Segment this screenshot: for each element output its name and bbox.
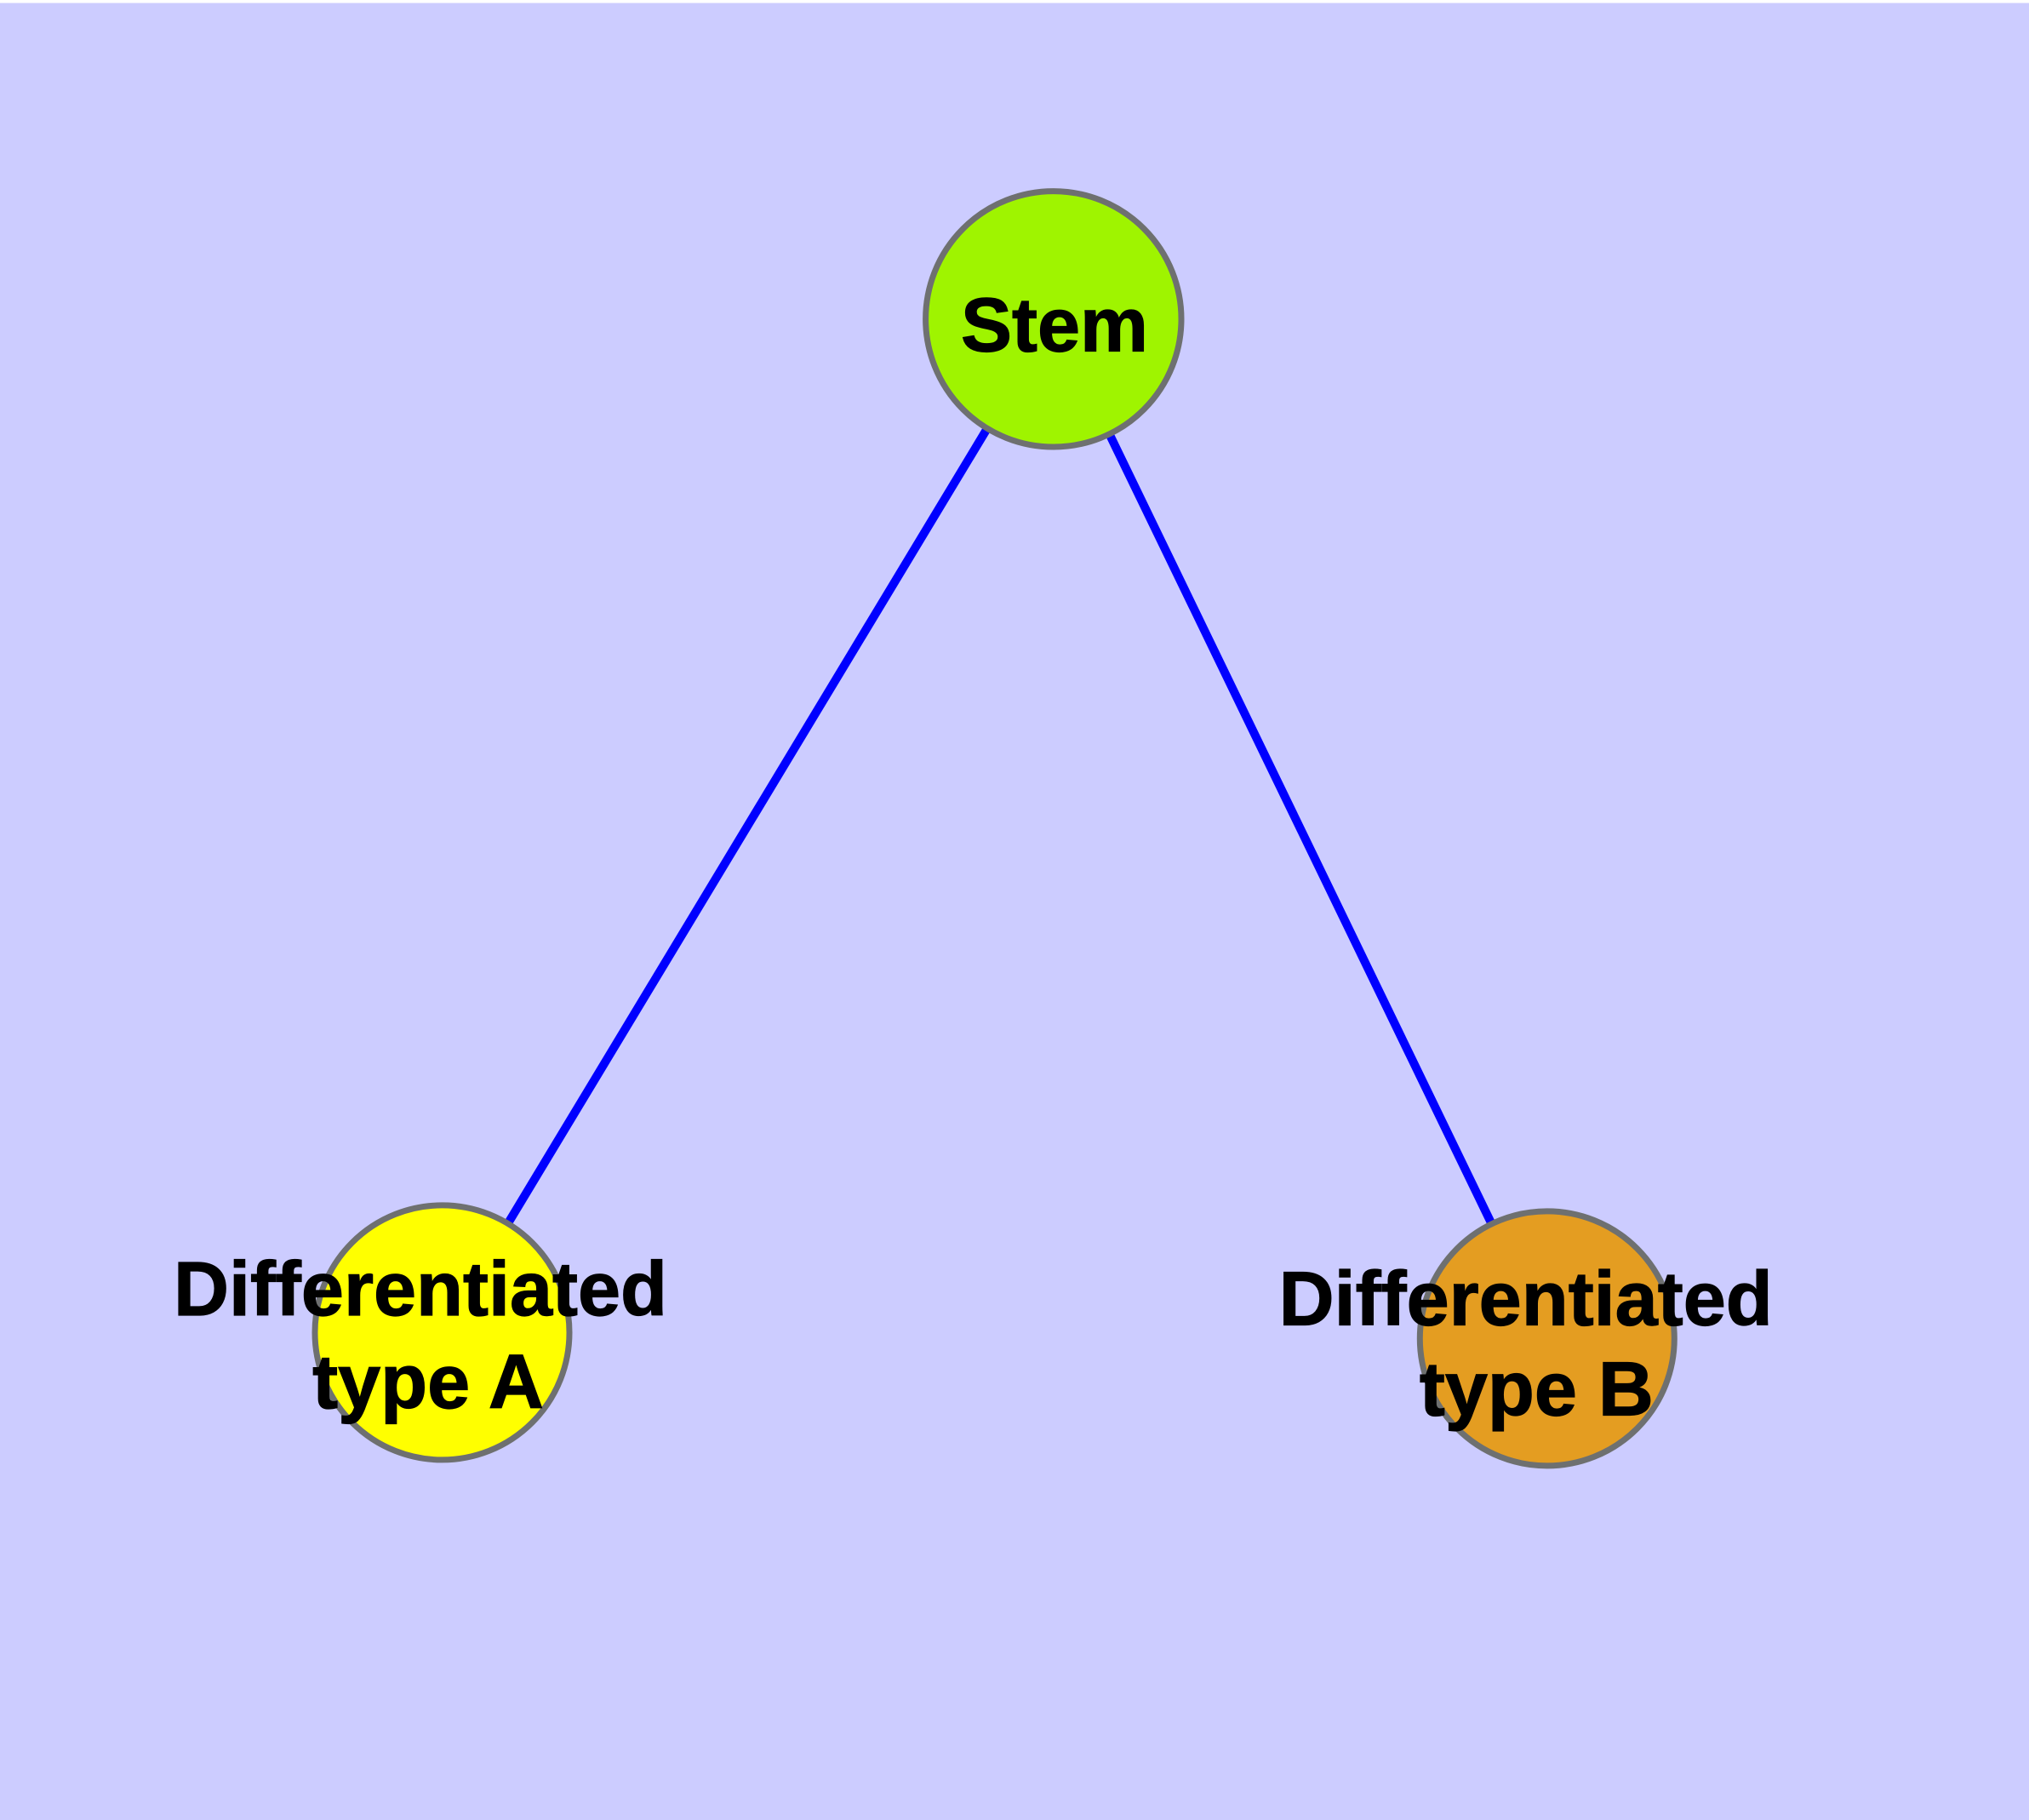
svg-text:type B: type B	[1420, 1348, 1654, 1433]
svg-text:Differentiated: Differentiated	[174, 1247, 667, 1332]
svg-text:type A: type A	[312, 1340, 544, 1425]
svg-text:Differentiated: Differentiated	[1279, 1257, 1773, 1342]
svg-text:Stem: Stem	[961, 283, 1148, 369]
